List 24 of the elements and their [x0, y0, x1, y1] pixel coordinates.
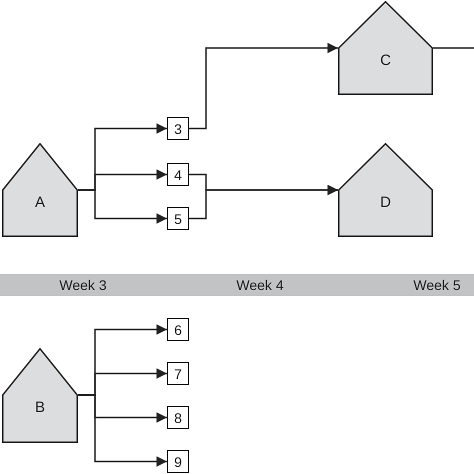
house-label: C: [379, 52, 392, 69]
arrow: [189, 42, 338, 130]
number-box: 9: [167, 450, 189, 473]
number-box: 8: [167, 406, 189, 429]
house-label: B: [34, 399, 46, 416]
house-shape: [338, 143, 433, 237]
house-label: A: [34, 194, 46, 211]
number-box: 7: [167, 362, 189, 385]
arrow: [78, 189, 167, 224]
connector-line: [433, 47, 474, 49]
number-box: 3: [167, 117, 189, 140]
timeline-band: [0, 274, 474, 296]
number-box: 6: [167, 318, 189, 341]
house-shape: [2, 143, 78, 237]
arrow: [78, 394, 167, 467]
house-shape: [338, 1, 433, 95]
number-box: 5: [167, 207, 189, 230]
number-box: 4: [167, 163, 189, 186]
house-label: D: [379, 194, 392, 211]
week-label: Week 3: [59, 277, 107, 293]
house-shape: [2, 348, 78, 443]
week-label: Week 4: [236, 277, 284, 293]
arrow: [189, 184, 338, 220]
week-label: Week 5: [413, 277, 461, 293]
